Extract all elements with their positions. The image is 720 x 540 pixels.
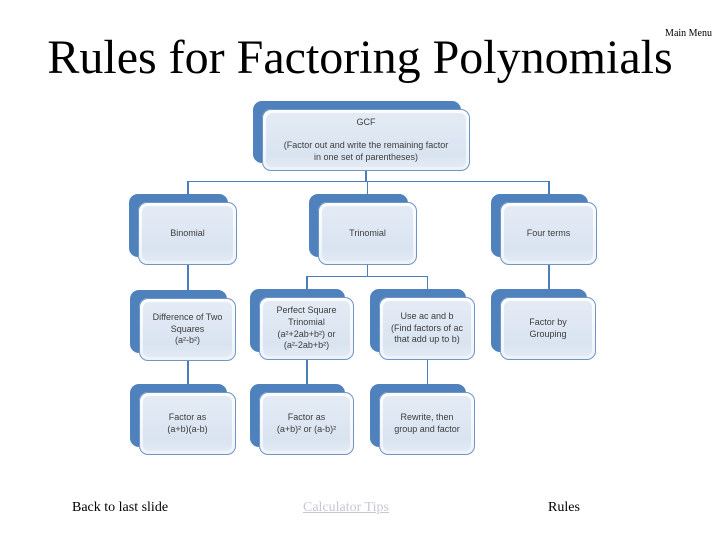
connector [306,357,308,399]
node-perfect-square-trinomial-label: Perfect Square Trinomial (a²+2ab+b²) or … [263,301,350,356]
node-four-terms-label: Four terms [504,206,593,261]
connector [365,170,367,181]
connector [187,181,189,209]
node-factor-by-grouping-face: Factor by Grouping [500,297,596,360]
node-binomial-label: Binomial [142,206,233,261]
node-factor-as-squares-face: Factor as (a+b)² or (a-b)² [259,392,354,455]
node-factor-by-grouping-label: Factor by Grouping [504,301,592,356]
node-trinomial-label: Trinomial [322,206,413,261]
node-factor-by-grouping: Factor by Grouping [500,297,596,360]
node-four-terms-face: Four terms [500,202,597,265]
main-menu-link[interactable]: Main Menu [665,28,712,39]
connector [548,263,550,305]
node-factor-as-a-plus-b-a-minus-b-label: Factor as (a+b)(a-b) [143,396,232,451]
node-trinomial-face: Trinomial [318,202,417,265]
node-difference-of-two-squares-face: Difference of Two Squares (a²-b²) [139,298,236,361]
node-perfect-square-trinomial-face: Perfect Square Trinomial (a²+2ab+b²) or … [259,297,354,360]
connector [187,263,189,305]
node-gcf-face: GCF (Factor out and write the remaining … [262,109,470,171]
node-use-ac-and-b-face: Use ac and b (Find factors of ac that ad… [379,297,475,360]
node-rewrite-group-factor: Rewrite, then group and factor [379,392,475,455]
connector [426,357,428,399]
node-difference-of-two-squares: Difference of Two Squares (a²-b²) [139,298,236,361]
node-gcf-label: GCF (Factor out and write the remaining … [266,113,466,167]
connector [366,181,368,209]
connector [306,275,427,277]
node-rewrite-group-factor-label: Rewrite, then group and factor [383,396,471,451]
connector [426,276,428,304]
node-gcf: GCF (Factor out and write the remaining … [262,109,470,171]
node-rewrite-group-factor-face: Rewrite, then group and factor [379,392,475,455]
node-factor-as-a-plus-b-a-minus-b-face: Factor as (a+b)(a-b) [139,392,236,455]
calculator-tips-link[interactable]: Calculator Tips [303,500,389,515]
node-binomial: Binomial [138,202,237,265]
node-use-ac-and-b-label: Use ac and b (Find factors of ac that ad… [383,301,471,356]
back-to-last-slide-link[interactable]: Back to last slide [72,500,169,515]
node-factor-as-a-plus-b-a-minus-b: Factor as (a+b)(a-b) [139,392,236,455]
connector [187,180,549,182]
connector [306,276,308,304]
node-use-ac-and-b: Use ac and b (Find factors of ac that ad… [379,297,475,360]
connector [548,181,550,209]
node-trinomial: Trinomial [318,202,417,265]
rules-link[interactable]: Rules [548,500,580,515]
connector [187,358,189,400]
connector [366,263,368,277]
node-binomial-face: Binomial [138,202,237,265]
node-perfect-square-trinomial: Perfect Square Trinomial (a²+2ab+b²) or … [259,297,354,360]
node-factor-as-squares-label: Factor as (a+b)² or (a-b)² [263,396,350,451]
page-title: Rules for Factoring Polynomials [47,31,673,84]
node-difference-of-two-squares-label: Difference of Two Squares (a²-b²) [143,302,232,357]
node-four-terms: Four terms [500,202,597,265]
node-factor-as-squares: Factor as (a+b)² or (a-b)² [259,392,354,455]
